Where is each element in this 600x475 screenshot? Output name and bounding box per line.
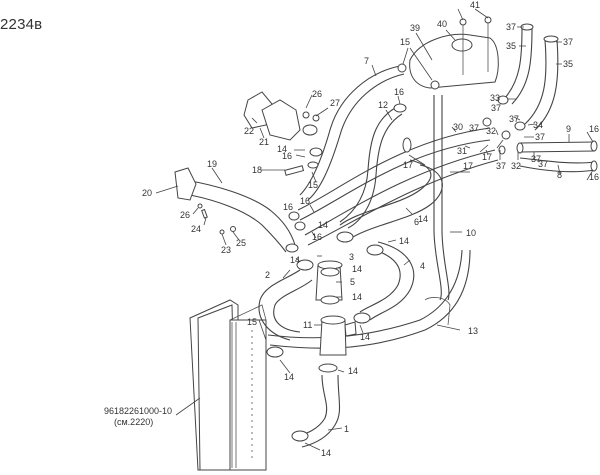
label-19: 19 bbox=[207, 159, 217, 169]
label-17: 17 bbox=[482, 152, 492, 162]
label-14: 14 bbox=[352, 292, 362, 302]
label-12: 12 bbox=[378, 100, 388, 110]
label-16: 16 bbox=[300, 196, 310, 206]
label-21: 21 bbox=[259, 137, 269, 147]
label-24: 24 bbox=[191, 224, 201, 234]
label-14: 14 bbox=[277, 144, 287, 154]
label-3: 3 bbox=[349, 252, 354, 262]
label-2: 2 bbox=[265, 270, 270, 280]
label-39: 39 bbox=[410, 23, 420, 33]
label-22: 22 bbox=[244, 126, 254, 136]
label-34: 34 bbox=[533, 120, 543, 130]
hose-10 bbox=[424, 95, 451, 326]
fasteners bbox=[197, 203, 236, 235]
label-37: 37 bbox=[538, 159, 548, 169]
label-35: 35 bbox=[563, 59, 573, 69]
label-14: 14 bbox=[352, 264, 362, 274]
label-14: 14 bbox=[284, 372, 294, 382]
label-31: 31 bbox=[457, 146, 467, 156]
label-14: 14 bbox=[321, 448, 331, 458]
label-14: 14 bbox=[360, 332, 370, 342]
label-37: 37 bbox=[506, 22, 516, 32]
hose-6 bbox=[339, 159, 443, 241]
label-17: 17 bbox=[403, 160, 413, 170]
label-30: 30 bbox=[453, 122, 463, 132]
label-33: 33 bbox=[490, 93, 500, 103]
label-27: 27 bbox=[330, 98, 340, 108]
diagram-title: 2234в bbox=[0, 16, 43, 33]
hose-30-31 bbox=[297, 127, 499, 246]
label-26: 26 bbox=[180, 210, 190, 220]
label-16: 16 bbox=[589, 124, 599, 134]
thermostat-housing bbox=[243, 91, 320, 141]
label-26: 26 bbox=[312, 89, 322, 99]
label-40: 40 bbox=[437, 19, 447, 29]
label-16: 16 bbox=[312, 232, 322, 242]
part-labels: 1 2 3 4 5 6 7 8 9 10 11 12 13 14 14 14 1… bbox=[104, 0, 599, 458]
label-37: 37 bbox=[509, 114, 519, 124]
hose-4 bbox=[359, 241, 415, 321]
label-37: 37 bbox=[563, 37, 573, 47]
label-13: 13 bbox=[468, 326, 478, 336]
hose-2 bbox=[258, 249, 471, 349]
reference-part-number: 96182261000-10 bbox=[104, 406, 172, 416]
label-14: 14 bbox=[348, 366, 358, 376]
label-18: 18 bbox=[252, 165, 262, 175]
label-15: 15 bbox=[400, 37, 410, 47]
label-37: 37 bbox=[535, 132, 545, 142]
label-14: 14 bbox=[318, 220, 328, 230]
hose-8-9 bbox=[519, 141, 596, 173]
label-10: 10 bbox=[466, 228, 476, 238]
label-35: 35 bbox=[506, 41, 516, 51]
label-11: 11 bbox=[303, 320, 312, 330]
label-14: 14 bbox=[290, 255, 300, 265]
label-5: 5 bbox=[350, 277, 355, 287]
label-17: 17 bbox=[463, 161, 473, 171]
label-16: 16 bbox=[282, 151, 292, 161]
label-16: 16 bbox=[283, 202, 293, 212]
label-37: 37 bbox=[496, 161, 506, 171]
pipe-19 bbox=[174, 167, 299, 253]
label-15: 15 bbox=[247, 317, 257, 327]
label-9: 9 bbox=[566, 124, 571, 134]
label-32: 32 bbox=[511, 161, 521, 171]
expansion-tank bbox=[409, 16, 499, 89]
label-20: 20 bbox=[142, 188, 152, 198]
label-41: 41 bbox=[470, 0, 480, 10]
label-16: 16 bbox=[394, 87, 404, 97]
label-37: 37 bbox=[469, 123, 479, 133]
label-16: 16 bbox=[589, 172, 599, 182]
hose-35 bbox=[504, 23, 559, 131]
label-25: 25 bbox=[236, 238, 246, 248]
label-1: 1 bbox=[344, 424, 349, 434]
label-37: 37 bbox=[491, 103, 501, 113]
label-8: 8 bbox=[557, 170, 562, 180]
hose-clamps bbox=[266, 63, 598, 442]
leader-lines bbox=[155, 8, 594, 451]
label-15: 15 bbox=[308, 180, 318, 190]
label-32: 32 bbox=[486, 126, 496, 136]
label-4: 4 bbox=[420, 261, 425, 271]
label-23: 23 bbox=[221, 245, 231, 255]
label-6: 6 bbox=[414, 217, 419, 227]
reference-see-also: (см.2220) bbox=[114, 417, 153, 427]
label-14: 14 bbox=[399, 236, 409, 246]
label-37: 37 bbox=[531, 154, 541, 164]
label-14: 14 bbox=[418, 214, 428, 224]
label-7: 7 bbox=[364, 56, 369, 66]
radiator bbox=[189, 299, 267, 471]
